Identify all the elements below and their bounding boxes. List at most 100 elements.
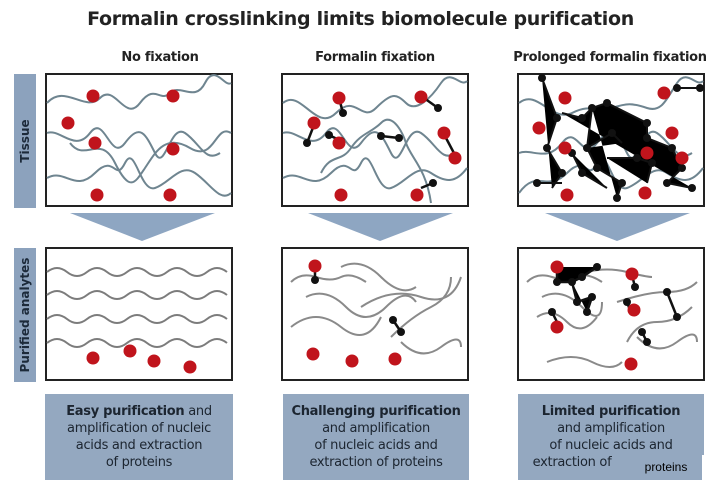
protein-dot <box>625 267 639 281</box>
crosslink-node <box>631 283 639 291</box>
row-label-purified-analytes: Purified analytes <box>14 248 36 382</box>
crosslink-node <box>648 159 656 167</box>
strand <box>46 127 221 159</box>
strand <box>536 312 598 330</box>
caption-line: acids and extraction <box>75 438 203 453</box>
strand <box>282 76 468 120</box>
caption-formalin-fixation: Challenging purification and amplificati… <box>283 394 469 480</box>
protein-dot <box>675 151 689 165</box>
overlay-patch <box>702 455 721 486</box>
protein-dot <box>550 320 564 334</box>
crosslink-node <box>663 288 671 296</box>
strand <box>69 130 232 184</box>
crosslink-node <box>538 74 546 82</box>
crosslink-node <box>389 316 397 324</box>
crosslink-node <box>696 84 704 92</box>
protein-dot <box>166 89 180 103</box>
caption-line: extraction of proteins <box>309 455 443 470</box>
crosslink-node <box>553 114 561 122</box>
crosslink-node <box>613 194 621 202</box>
crosslink-node <box>311 276 319 284</box>
row-label-purified-analytes-text: Purified analytes <box>18 257 32 373</box>
crosslink-node <box>673 84 681 92</box>
crosslink-node <box>553 278 561 286</box>
crosslink-node <box>583 144 591 152</box>
protein-dot <box>410 188 424 202</box>
strand <box>46 267 228 277</box>
protein-dot <box>560 188 574 202</box>
strand <box>340 262 417 292</box>
strand <box>626 306 693 343</box>
crosslink-node <box>558 169 566 177</box>
protein-dot <box>306 347 320 361</box>
tissue-panel-prolonged-fixation <box>517 73 705 207</box>
crosslink-node <box>593 164 601 172</box>
caption-text: and <box>184 404 212 419</box>
protein-dot <box>86 351 100 365</box>
crosslink-node <box>593 263 601 271</box>
strand <box>320 118 432 204</box>
crosslink-node <box>588 293 596 301</box>
strand <box>546 356 623 368</box>
strand <box>390 276 452 338</box>
protein-dot <box>123 344 137 358</box>
protein-dot <box>558 91 572 105</box>
crosslink-node <box>548 308 556 316</box>
strand <box>290 274 367 283</box>
protein-dot <box>147 354 161 368</box>
caption-line: and amplification <box>322 421 430 436</box>
protein-dot <box>640 146 654 160</box>
crosslink-node <box>325 131 333 139</box>
crosslink-node <box>568 278 576 286</box>
protein-dot <box>345 354 359 368</box>
strand <box>46 74 232 110</box>
protein-dot <box>532 121 546 135</box>
protein-dot <box>624 357 638 371</box>
protein-dot <box>334 188 348 202</box>
protein-dot <box>657 86 671 100</box>
crosslink-node <box>688 184 696 192</box>
down-arrow-prolonged-fixation <box>545 213 690 241</box>
protein-dot <box>665 126 679 140</box>
strand <box>282 157 468 190</box>
crosslink-node <box>429 179 437 187</box>
purified-panel-prolonged-fixation <box>517 247 705 381</box>
crosslink-node <box>339 109 347 117</box>
protein-dot <box>627 303 641 317</box>
protein-dot <box>183 360 197 374</box>
protein-dot <box>163 188 177 202</box>
protein-dot <box>638 186 652 200</box>
caption-line: of nucleic acids and <box>549 438 673 453</box>
tissue-panel-no-fixation <box>45 73 233 207</box>
crosslink-node <box>668 144 676 152</box>
protein-dot <box>86 89 100 103</box>
crosslink-node <box>633 154 641 162</box>
crosslink-node <box>573 298 581 306</box>
protein-dot <box>448 151 462 165</box>
crosslink-node <box>608 129 616 137</box>
protein-dot <box>414 90 428 104</box>
caption-bold: Limited purification <box>541 404 681 419</box>
protein-dot <box>558 141 572 155</box>
crosslink-node <box>623 298 631 306</box>
crosslink-node <box>578 169 586 177</box>
column-heading-no-fixation: No fixation <box>121 50 199 65</box>
protein-dot <box>88 136 102 150</box>
strand <box>46 338 228 348</box>
column-heading-prolonged-fixation: Prolonged formalin fixation <box>513 50 707 65</box>
protein-dot <box>437 126 451 140</box>
crosslink-node <box>583 308 591 316</box>
protein-dot <box>307 116 321 130</box>
strand <box>360 276 462 308</box>
crosslink-node <box>643 338 651 346</box>
strand <box>46 314 228 324</box>
caption-line: of nucleic acids and <box>314 438 438 453</box>
protein-dot <box>388 352 402 366</box>
tissue-panel-formalin-fixation <box>281 73 469 207</box>
caption-line: amplification of nucleic <box>67 421 211 436</box>
strand <box>290 316 382 336</box>
protein-dot <box>308 259 322 273</box>
crosslink-node <box>638 328 646 336</box>
overlay-proteins-label: proteins <box>630 455 702 479</box>
crosslink-node <box>643 119 651 127</box>
